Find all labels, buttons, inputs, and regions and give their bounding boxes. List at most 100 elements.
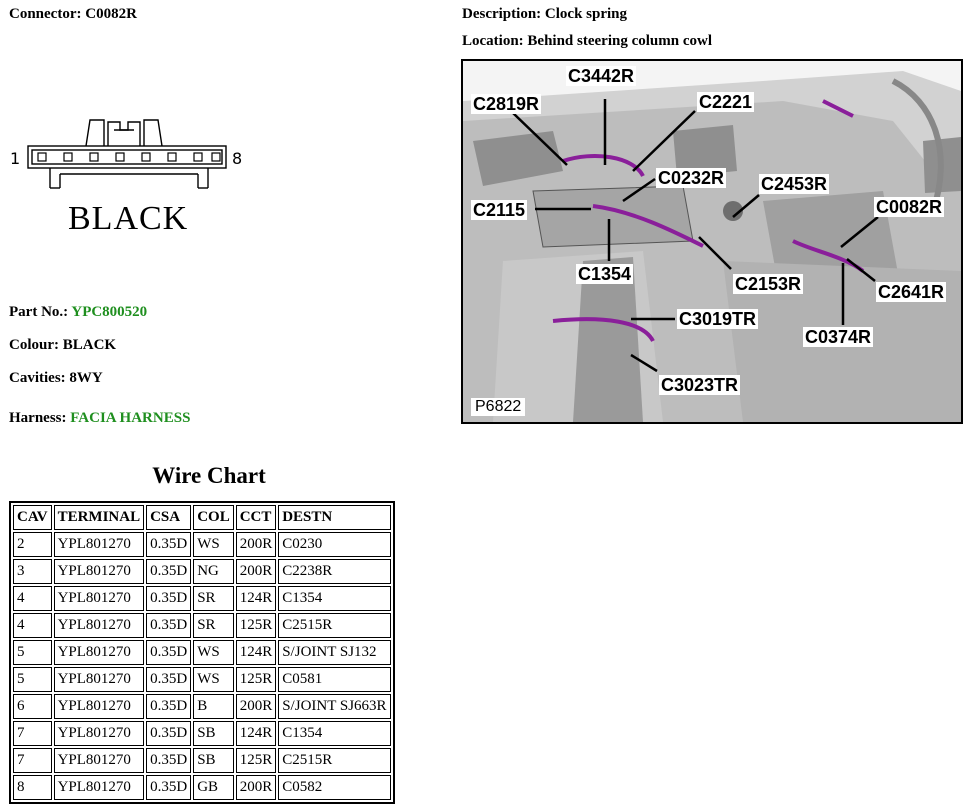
col-destn: DESTN <box>278 505 391 530</box>
table-cell: YPL801270 <box>53 748 145 773</box>
callout-c3023tr: C3023TR <box>659 375 741 395</box>
col-terminal: TERMINAL <box>53 505 145 530</box>
callout-c2221: C2221 <box>697 92 755 112</box>
table-cell: 124R <box>235 721 277 746</box>
table-cell: 4 <box>13 613 52 638</box>
table-cell: YPL801270 <box>53 640 145 665</box>
table-cell: C1354 <box>278 721 391 746</box>
table-cell: 0.35D <box>146 721 192 746</box>
callout-c0232r: C0232R <box>656 168 727 188</box>
table-cell: 125R <box>235 748 277 773</box>
table-cell: 0.35D <box>146 532 192 557</box>
table-cell: 4 <box>13 586 52 611</box>
table-cell: 0.35D <box>146 667 192 692</box>
table-cell: 0.35D <box>146 775 192 800</box>
figure-id: P6822 <box>471 398 526 416</box>
table-cell: WS <box>193 640 234 665</box>
table-cell: 200R <box>235 559 277 584</box>
table-cell: 0.35D <box>146 586 192 611</box>
table-cell: YPL801270 <box>53 559 145 584</box>
col-col: COL <box>193 505 234 530</box>
connector-id: Connector: C0082R <box>9 6 137 22</box>
callout-c0374r: C0374R <box>803 327 874 347</box>
pin-last-label: 8 <box>232 149 242 168</box>
table-cell: 200R <box>235 775 277 800</box>
table-cell: 3 <box>13 559 52 584</box>
table-cell: S/JOINT SJ663R <box>278 694 391 719</box>
table-cell: C2515R <box>278 748 391 773</box>
table-cell: YPL801270 <box>53 613 145 638</box>
table-cell: NG <box>193 559 234 584</box>
col-cct: CCT <box>235 505 277 530</box>
callout-c2153r: C2153R <box>733 274 804 294</box>
table-cell: B <box>193 694 234 719</box>
callout-c3442r: C3442R <box>566 66 637 86</box>
table-cell: 125R <box>235 667 277 692</box>
callout-c2115: C2115 <box>471 200 528 220</box>
colour: Colour: BLACK <box>9 337 117 353</box>
callout-c2453r: C2453R <box>759 174 830 194</box>
table-cell: C1354 <box>278 586 391 611</box>
table-cell: 200R <box>235 694 277 719</box>
pin-first-label: 1 <box>10 149 20 168</box>
table-cell: YPL801270 <box>53 667 145 692</box>
table-cell: YPL801270 <box>53 775 145 800</box>
table-cell: SB <box>193 721 234 746</box>
harness-link[interactable]: FACIA HARNESS <box>70 410 191 426</box>
part-number: Part No.: YPC800520 <box>9 304 148 320</box>
callout-c0082r: C0082R <box>874 197 945 217</box>
col-cav: CAV <box>13 505 52 530</box>
table-cell: 0.35D <box>146 748 192 773</box>
connector-face-drawing: 1 8 <box>10 119 242 189</box>
table-cell: 2 <box>13 532 52 557</box>
table-cell: WS <box>193 532 234 557</box>
table-cell: 125R <box>235 613 277 638</box>
connector-location: Location: Behind steering column cowl <box>462 33 713 49</box>
table-cell: C2238R <box>278 559 391 584</box>
table-cell: 0.35D <box>146 613 192 638</box>
part-number-link[interactable]: YPC800520 <box>71 304 148 320</box>
col-csa: CSA <box>146 505 192 530</box>
table-cell: WS <box>193 667 234 692</box>
connector-description: Description: Clock spring <box>462 6 628 22</box>
table-cell: YPL801270 <box>53 694 145 719</box>
table-cell: C2515R <box>278 613 391 638</box>
harness: Harness: FACIA HARNESS <box>9 410 191 426</box>
table-cell: 6 <box>13 694 52 719</box>
table-cell: YPL801270 <box>53 721 145 746</box>
table-cell: 124R <box>235 640 277 665</box>
table-cell: SR <box>193 613 234 638</box>
table-cell: C0230 <box>278 532 391 557</box>
location-figure: C3442R C2819R C2221 C0232R C2453R C2115 … <box>461 59 963 424</box>
callout-c1354: C1354 <box>576 264 634 284</box>
wire-chart-header-row: CAV TERMINAL CSA COL CCT DESTN <box>13 505 391 530</box>
table-cell: SB <box>193 748 234 773</box>
table-cell: 124R <box>235 586 277 611</box>
table-cell: 8 <box>13 775 52 800</box>
table-cell: 0.35D <box>146 559 192 584</box>
table-cell: 5 <box>13 640 52 665</box>
callout-c2819r: C2819R <box>471 94 542 114</box>
callout-c3019tr: C3019TR <box>677 309 759 329</box>
table-cell: GB <box>193 775 234 800</box>
connector-colour-text: BLACK <box>68 200 189 237</box>
table-cell: 0.35D <box>146 694 192 719</box>
table-cell: SR <box>193 586 234 611</box>
table-cell: C0582 <box>278 775 391 800</box>
table-cell: 200R <box>235 532 277 557</box>
table-cell: S/JOINT SJ132 <box>278 640 391 665</box>
wire-chart-title: Wire Chart <box>152 463 266 488</box>
table-cell: YPL801270 <box>53 586 145 611</box>
table-cell: 0.35D <box>146 640 192 665</box>
